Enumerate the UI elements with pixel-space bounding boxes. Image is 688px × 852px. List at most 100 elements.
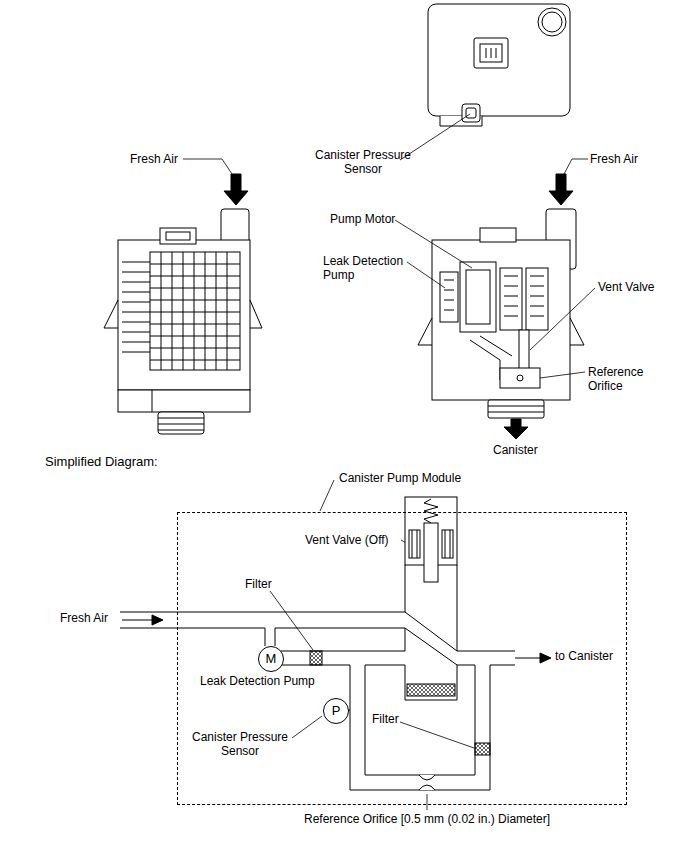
part-label: Leak Detection Pump <box>200 674 315 688</box>
leader-lines-part <box>540 372 585 378</box>
external-view-part <box>250 300 262 328</box>
part-label: Filter <box>245 577 272 591</box>
simplified-diagram-part <box>475 743 490 755</box>
symbol-circle: M <box>258 646 284 672</box>
leader-lines-part <box>320 480 334 511</box>
part-label: Canister Pressure Sensor <box>188 730 292 758</box>
symbol-letter: P <box>332 704 341 718</box>
section-view-part <box>504 276 544 316</box>
section-view-part <box>444 280 454 310</box>
part-label: Fresh Air <box>590 152 638 166</box>
simplified-diagram-part <box>424 499 438 523</box>
leader-lines-part <box>530 288 595 350</box>
section-view-part <box>466 270 490 324</box>
section-view-part <box>488 406 544 412</box>
simplified-diagram <box>120 497 551 790</box>
part-label: Vent Valve (Off) <box>305 533 389 547</box>
section-view-part <box>517 375 523 381</box>
section-view-part <box>519 330 529 370</box>
external-view-part <box>118 390 250 412</box>
top-view-part <box>538 8 566 36</box>
symbol-circle: P <box>323 698 349 724</box>
external-view-part <box>104 300 118 328</box>
part-label: Simplified Diagram: <box>45 455 158 469</box>
simplified-diagram-part <box>409 530 420 558</box>
external-view-part <box>118 240 250 390</box>
part-label: Reference Orifice <box>588 365 658 393</box>
external-view-part <box>122 262 150 352</box>
top-view-part <box>486 48 496 58</box>
leader-lines-part <box>400 722 474 748</box>
external-view-part <box>166 232 190 240</box>
top-view-part <box>462 104 480 122</box>
section-view-part <box>488 400 544 418</box>
simplified-diagram-part <box>540 653 551 663</box>
leader-lines-part <box>292 716 322 738</box>
part-label: Fresh Air <box>60 611 108 625</box>
simplified-diagram-part <box>442 530 453 558</box>
module-boundary: Canister Pump ModuleMP <box>177 512 627 805</box>
leader-lines-part <box>564 159 588 174</box>
leader-lines-part <box>427 794 428 810</box>
part-label: Leak Detection Pump <box>323 254 415 282</box>
simplified-diagram-part <box>405 612 457 665</box>
external-view <box>104 174 262 434</box>
part-label: Canister Pressure Sensor <box>311 148 415 176</box>
simplified-diagram-part <box>457 651 515 652</box>
simplified-diagram-part <box>152 615 163 625</box>
simplified-diagram-part <box>120 628 265 646</box>
external-view-part <box>150 264 240 360</box>
top-view-part <box>428 4 570 116</box>
simplified-diagram-part <box>310 651 322 665</box>
section-view-part <box>440 272 458 322</box>
simplified-diagram-part <box>281 665 515 790</box>
simplified-diagram-part <box>281 651 405 652</box>
simplified-diagram-part <box>515 658 543 659</box>
top-view-part <box>466 108 476 118</box>
part-label: Filter <box>372 712 399 726</box>
section-view-part <box>500 368 540 388</box>
part-label: Pump Motor <box>330 212 395 226</box>
simplified-diagram-part <box>365 665 475 775</box>
section-view-part <box>418 318 432 345</box>
simplified-diagram-part <box>445 530 450 558</box>
simplified-diagram-part <box>419 785 435 790</box>
simplified-diagram-part <box>122 620 155 621</box>
part-label: to Canister <box>555 649 613 663</box>
module-label: Canister Pump Module <box>339 471 461 485</box>
simplified-diagram-part <box>419 775 435 780</box>
leader-lines-part <box>395 220 472 268</box>
section-view-part <box>570 318 584 345</box>
section-view <box>418 174 584 439</box>
section-view-part <box>432 240 570 400</box>
external-view-part <box>224 174 248 205</box>
simplified-diagram-part <box>412 530 417 558</box>
section-view-part <box>500 268 522 330</box>
simplified-diagram-part <box>275 628 405 646</box>
simplified-diagram-part <box>120 612 405 613</box>
part-label: Fresh Air <box>130 152 178 166</box>
section-view-part <box>504 419 528 439</box>
part-label: Reference Orifice [0.5 mm (0.02 in.) Dia… <box>304 812 550 826</box>
top-view <box>428 4 570 126</box>
top-view-part <box>480 44 502 62</box>
simplified-diagram-part <box>405 565 457 700</box>
leader-lines-part <box>270 591 313 650</box>
section-view-part <box>460 262 496 332</box>
external-view-part <box>158 418 204 430</box>
top-view-part <box>542 12 562 32</box>
external-view-part <box>152 390 153 412</box>
external-view-part <box>158 412 204 434</box>
section-view-part <box>526 268 548 330</box>
external-view-part <box>150 252 240 370</box>
part-label: Vent Valve <box>598 280 654 294</box>
simplified-diagram-part <box>424 523 438 582</box>
part-label: Canister <box>493 443 538 457</box>
leader-lines-part <box>407 262 445 288</box>
leader-lines-part <box>183 159 232 174</box>
external-view-part <box>161 252 227 370</box>
symbol-letter: M <box>266 652 277 666</box>
top-view-part <box>474 38 508 68</box>
